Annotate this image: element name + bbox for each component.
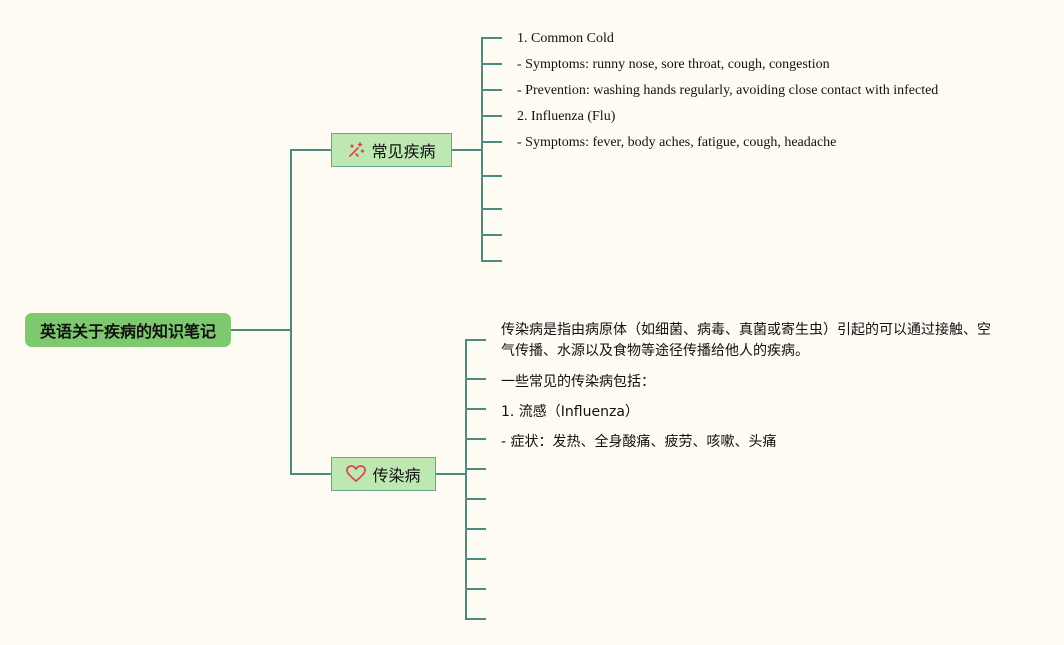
leaf-node[interactable]: - Symptoms: runny nose, sore throat, cou… [517,57,830,72]
root-node[interactable]: 英语关于疾病的知识笔记 [25,313,231,347]
leaf-node[interactable]: - 症状：发热、全身酸痛、疲劳、咳嗽、头痛 [501,434,777,450]
leaf-node[interactable]: 2. Influenza (Flu) [517,109,616,124]
sparkle-icon [347,141,365,159]
leaf-node[interactable]: - Prevention: washing hands regularly, a… [517,83,939,98]
leaf-node[interactable]: 一些常见的传染病包括： [501,374,655,390]
branch-label: 传染病 [372,466,421,485]
branch-label: 常见疾病 [371,142,436,161]
leaf-node[interactable]: 1. 流感（Influenza） [501,404,639,420]
branch-infectious-diseases[interactable]: 传染病 [331,457,436,491]
heart-icon [346,465,367,483]
leaf-node[interactable]: 1. Common Cold [517,31,614,46]
leaf-node[interactable]: 传染病是指由病原体（如细菌、病毒、真菌或寄生虫）引起的可以通过接触、空气传播、水… [501,322,991,359]
branch-common-diseases[interactable]: 常见疾病 [331,133,452,167]
leaf-node[interactable]: - Symptoms: fever, body aches, fatigue, … [517,135,837,150]
root-title: 英语关于疾病的知识笔记 [39,322,216,341]
